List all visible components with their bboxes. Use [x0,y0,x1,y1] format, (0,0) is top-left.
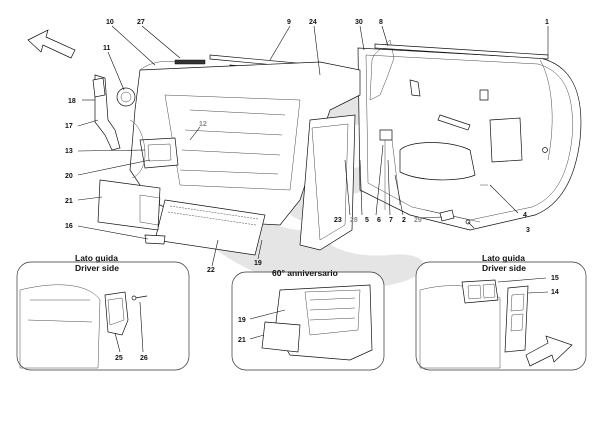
inset-right-title-it: Lato guida [482,253,525,263]
inset-middle-title: 60° anniversario [272,268,338,278]
callout-19: 19 [254,260,262,267]
callout-12: 12 [199,121,207,128]
callout-13: 13 [65,148,73,155]
inset-left-callout-26: 26 [140,355,148,362]
callout-6: 6 [377,217,381,224]
callout-22: 22 [207,267,215,274]
inset-left-title-en: Driver side [75,263,119,273]
callout-21: 21 [65,198,73,205]
inset-driver-side-left: Lato guida Driver side 25 26 [16,253,190,371]
inset-60-anniversario: 60° anniversario 19 21 [231,268,385,371]
callout-3: 3 [526,227,530,234]
inset-right-callout-15: 15 [551,275,559,282]
callout-17: 17 [65,123,73,130]
inset-middle-callout-19: 19 [238,317,246,324]
door-sill-trims [97,114,356,256]
callout-27: 27 [137,19,145,26]
callout-5: 5 [365,217,369,224]
callout-20: 20 [65,173,73,180]
callout-30: 30 [355,19,363,26]
callout-24: 24 [309,19,317,26]
inset-left-callout-25: 25 [115,355,123,362]
main-callouts: 10 27 11 18 17 13 20 21 16 12 22 19 9 24… [65,19,549,274]
inset-right-callout-14: 14 [551,289,559,296]
callout-11: 11 [103,45,111,52]
callout-8: 8 [379,19,383,26]
inset-right-title-en: Driver side [482,263,526,273]
callout-2: 2 [402,217,406,224]
callout-23: 23 [334,217,342,224]
callout-1: 1 [545,19,549,26]
inset-middle-callout-21: 21 [238,337,246,344]
inset-driver-side-right: Lato guida Driver side 15 14 [415,253,587,371]
callout-7: 7 [389,217,393,224]
callout-16: 16 [65,223,73,230]
callout-4: 4 [523,212,527,219]
direction-arrow-bottom-right-icon [525,335,573,367]
inner-door-trim-panel [129,59,361,226]
inset-left-title-it: Lato guida [75,253,118,263]
callout-18: 18 [68,98,76,105]
leader-lines [77,25,549,267]
callout-29: 29 [414,217,422,224]
direction-arrow-top-left-icon [27,29,76,59]
callout-10: 10 [106,19,114,26]
callout-28: 28 [350,217,358,224]
small-parts-left [92,74,488,245]
callout-9: 9 [287,19,291,26]
